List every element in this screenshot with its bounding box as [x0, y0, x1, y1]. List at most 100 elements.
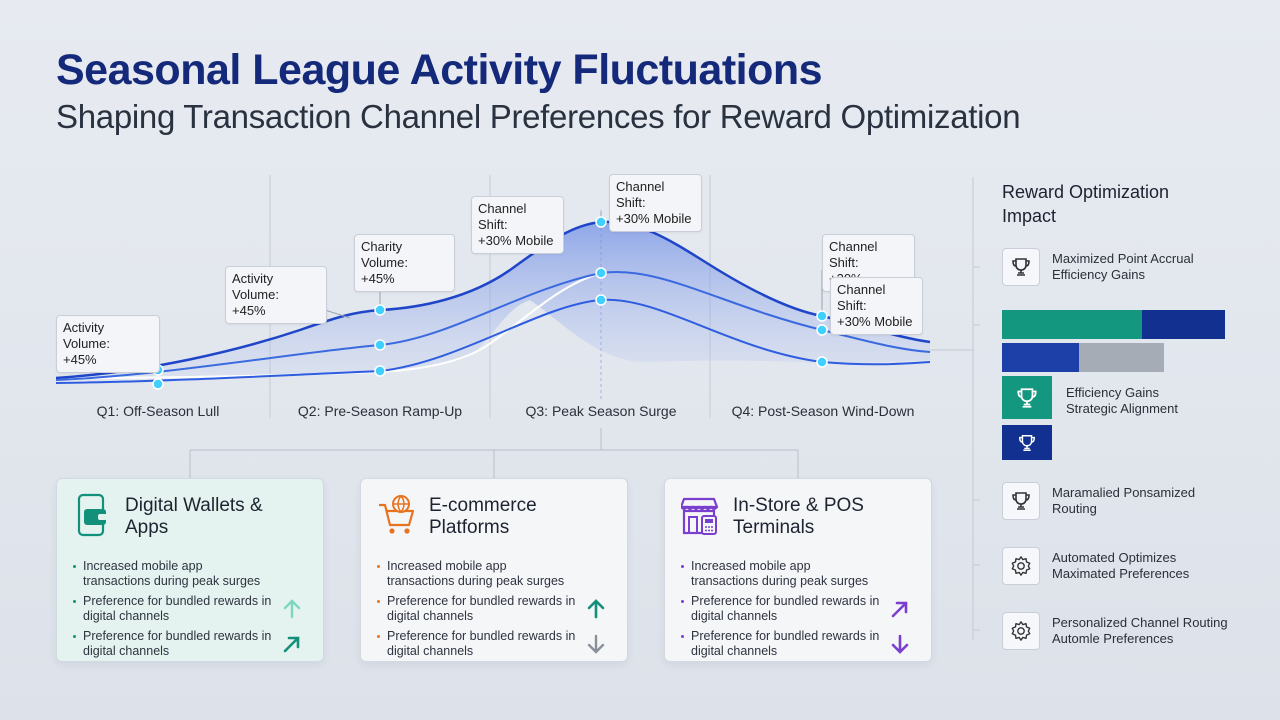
marker[interactable] [374, 304, 386, 316]
quarter-label-q2: Q2: Pre-Season Ramp-Up [297, 403, 463, 419]
trophy-icon [1017, 387, 1037, 408]
impact-item-point-accrual[interactable]: Maximized Point Accrual Efficiency Gains [1002, 248, 1194, 286]
impact-item-line2: Automle Preferences [1052, 631, 1174, 646]
card-bullet: Preference for bundled rewards in digita… [73, 629, 307, 664]
arrow-up-icon [587, 599, 605, 619]
trophy-icon [1012, 258, 1030, 276]
impact-bar-gray [1079, 343, 1164, 372]
callout-channel-shift-q3b: Channel Shift: +30% Mobile [609, 174, 702, 232]
card-bullet: Preference for bundled rewards in digita… [681, 629, 915, 664]
callout-value: +30% Mobile [837, 314, 913, 329]
card-bullet: Increased mobile app transactions during… [681, 559, 915, 594]
arrow-down-icon [587, 634, 605, 654]
callout-charity-volume: Charity Volume: +45% [354, 234, 455, 292]
trophy-tile-teal [1002, 376, 1052, 419]
impact-item-line2: Routing [1052, 501, 1097, 516]
callout-channel-shift-q4b: Channel Shift: +30% Mobile [830, 277, 923, 335]
card-bullet: Increased mobile app transactions during… [73, 559, 307, 594]
channel-card-ecommerce[interactable]: E-commerce Platforms Increased mobile ap… [360, 478, 628, 662]
card-title-line1: In-Store & POS [733, 495, 864, 516]
impact-item-line2: Strategic Alignment [1066, 401, 1179, 416]
marker[interactable] [374, 365, 386, 377]
channel-card-digital-wallets[interactable]: Digital Wallets & Apps Increased mobile … [56, 478, 324, 662]
impact-bar-navy [1142, 310, 1225, 339]
shopping-cart-globe-icon [379, 495, 415, 534]
icon-box [1002, 612, 1040, 650]
callout-value: +30% Mobile [478, 233, 554, 248]
digital-wallet-icon [77, 493, 107, 537]
quarter-label-q3: Q3: Peak Season Surge [525, 403, 677, 419]
sidebar-title-line1: Reward Optimization [1002, 182, 1170, 202]
card-title-line2: Platforms [429, 517, 510, 538]
trophy-icon [1018, 434, 1036, 451]
card-bullet: Preference for bundled rewards in digita… [377, 594, 611, 629]
impact-item-line1: Personalized Channel Routing [1052, 615, 1228, 630]
impact-item-routing[interactable]: Maramalied Ponsamized Routing [1002, 482, 1195, 520]
sidebar-connector [930, 177, 980, 640]
marker[interactable] [595, 216, 607, 228]
impact-item-line2: Maximated Preferences [1052, 566, 1190, 581]
quarter-label-q1: Q1: Off-Season Lull [96, 403, 220, 419]
impact-item-personalized[interactable]: Personalized Channel Routing Automle Pre… [1002, 612, 1228, 650]
sidebar-title: Reward Optimization Impact [1002, 180, 1169, 228]
callout-label: Channel Shift: [478, 201, 527, 232]
page-title: Seasonal League Activity Fluctuations [56, 46, 823, 94]
callout-value: +30% Mobile [616, 211, 692, 226]
marker[interactable] [374, 339, 386, 351]
impact-bar-blue [1002, 343, 1079, 372]
icon-box [1002, 547, 1040, 585]
sidebar-title-line2: Impact [1002, 206, 1057, 226]
callout-value: +45% [361, 271, 395, 286]
callout-label: Activity Volume: [63, 320, 110, 351]
icon-box [1002, 482, 1040, 520]
callout-activity-volume-q2a: Activity Volume: +45% [225, 266, 327, 324]
card-bullet: Increased mobile app transactions during… [377, 559, 611, 594]
arrow-down-icon [891, 634, 909, 654]
gear-icon [1011, 556, 1031, 576]
callout-value: +45% [232, 303, 266, 318]
card-connector-drops [189, 450, 799, 478]
callout-label: Activity Volume: [232, 271, 279, 302]
impact-item-line1: Maximized Point Accrual [1052, 251, 1194, 266]
callout-activity-volume-q1: Activity Volume: +45% [56, 315, 160, 373]
card-title-line2: Terminals [733, 517, 815, 538]
marker[interactable] [816, 356, 828, 368]
series-line-baseline [55, 272, 602, 379]
marker[interactable] [152, 378, 164, 390]
trophy-tile-navy [1002, 425, 1052, 460]
card-bullet: Preference for bundled rewards in digita… [377, 629, 611, 664]
card-bullet: Preference for bundled rewards in digita… [73, 594, 307, 629]
arrow-up-right-icon [891, 601, 908, 618]
card-bullet: Preference for bundled rewards in digita… [681, 594, 915, 629]
card-connector-tree [190, 428, 798, 451]
arrow-up-right-icon [283, 636, 300, 653]
impact-bar-teal [1002, 310, 1142, 339]
gear-icon [1011, 621, 1031, 641]
callout-label: Channel Shift: [616, 179, 665, 210]
card-title-line2: Apps [125, 517, 169, 538]
marker[interactable] [816, 310, 828, 322]
callout-label: Charity Volume: [361, 239, 408, 270]
card-title-line1: Digital Wallets & [125, 495, 263, 516]
icon-box [1002, 248, 1040, 286]
callout-label: Channel Shift: [837, 282, 886, 313]
impact-item-line1: Automated Optimizes [1052, 550, 1177, 565]
channel-card-in-store-pos[interactable]: In-Store & POS Terminals Increased mobil… [664, 478, 932, 662]
impact-item-automated[interactable]: Automated Optimizes Maximated Preference… [1002, 547, 1189, 585]
storefront-pos-icon [681, 497, 719, 535]
page-subtitle: Shaping Transaction Channel Preferences … [56, 98, 1021, 135]
arrow-up-icon [283, 599, 301, 619]
marker[interactable] [595, 294, 607, 306]
impact-item-line1: Maramalied Ponsamized [1052, 485, 1196, 500]
marker[interactable] [816, 324, 828, 336]
impact-item-line2: Efficiency Gains [1052, 267, 1145, 282]
callout-value: +45% [63, 352, 97, 367]
quarter-label-q4: Q4: Post-Season Wind-Down [731, 403, 915, 419]
trophy-icon [1012, 492, 1030, 510]
impact-item-line1: Efficiency Gains [1066, 385, 1159, 400]
marker[interactable] [595, 267, 607, 279]
impact-item-efficiency: Efficiency Gains Strategic Alignment [1066, 385, 1178, 417]
callout-label: Channel Shift: [829, 239, 878, 270]
callout-channel-shift-q3a: Channel Shift: +30% Mobile [471, 196, 564, 254]
card-title-line1: E-commerce [429, 495, 537, 516]
